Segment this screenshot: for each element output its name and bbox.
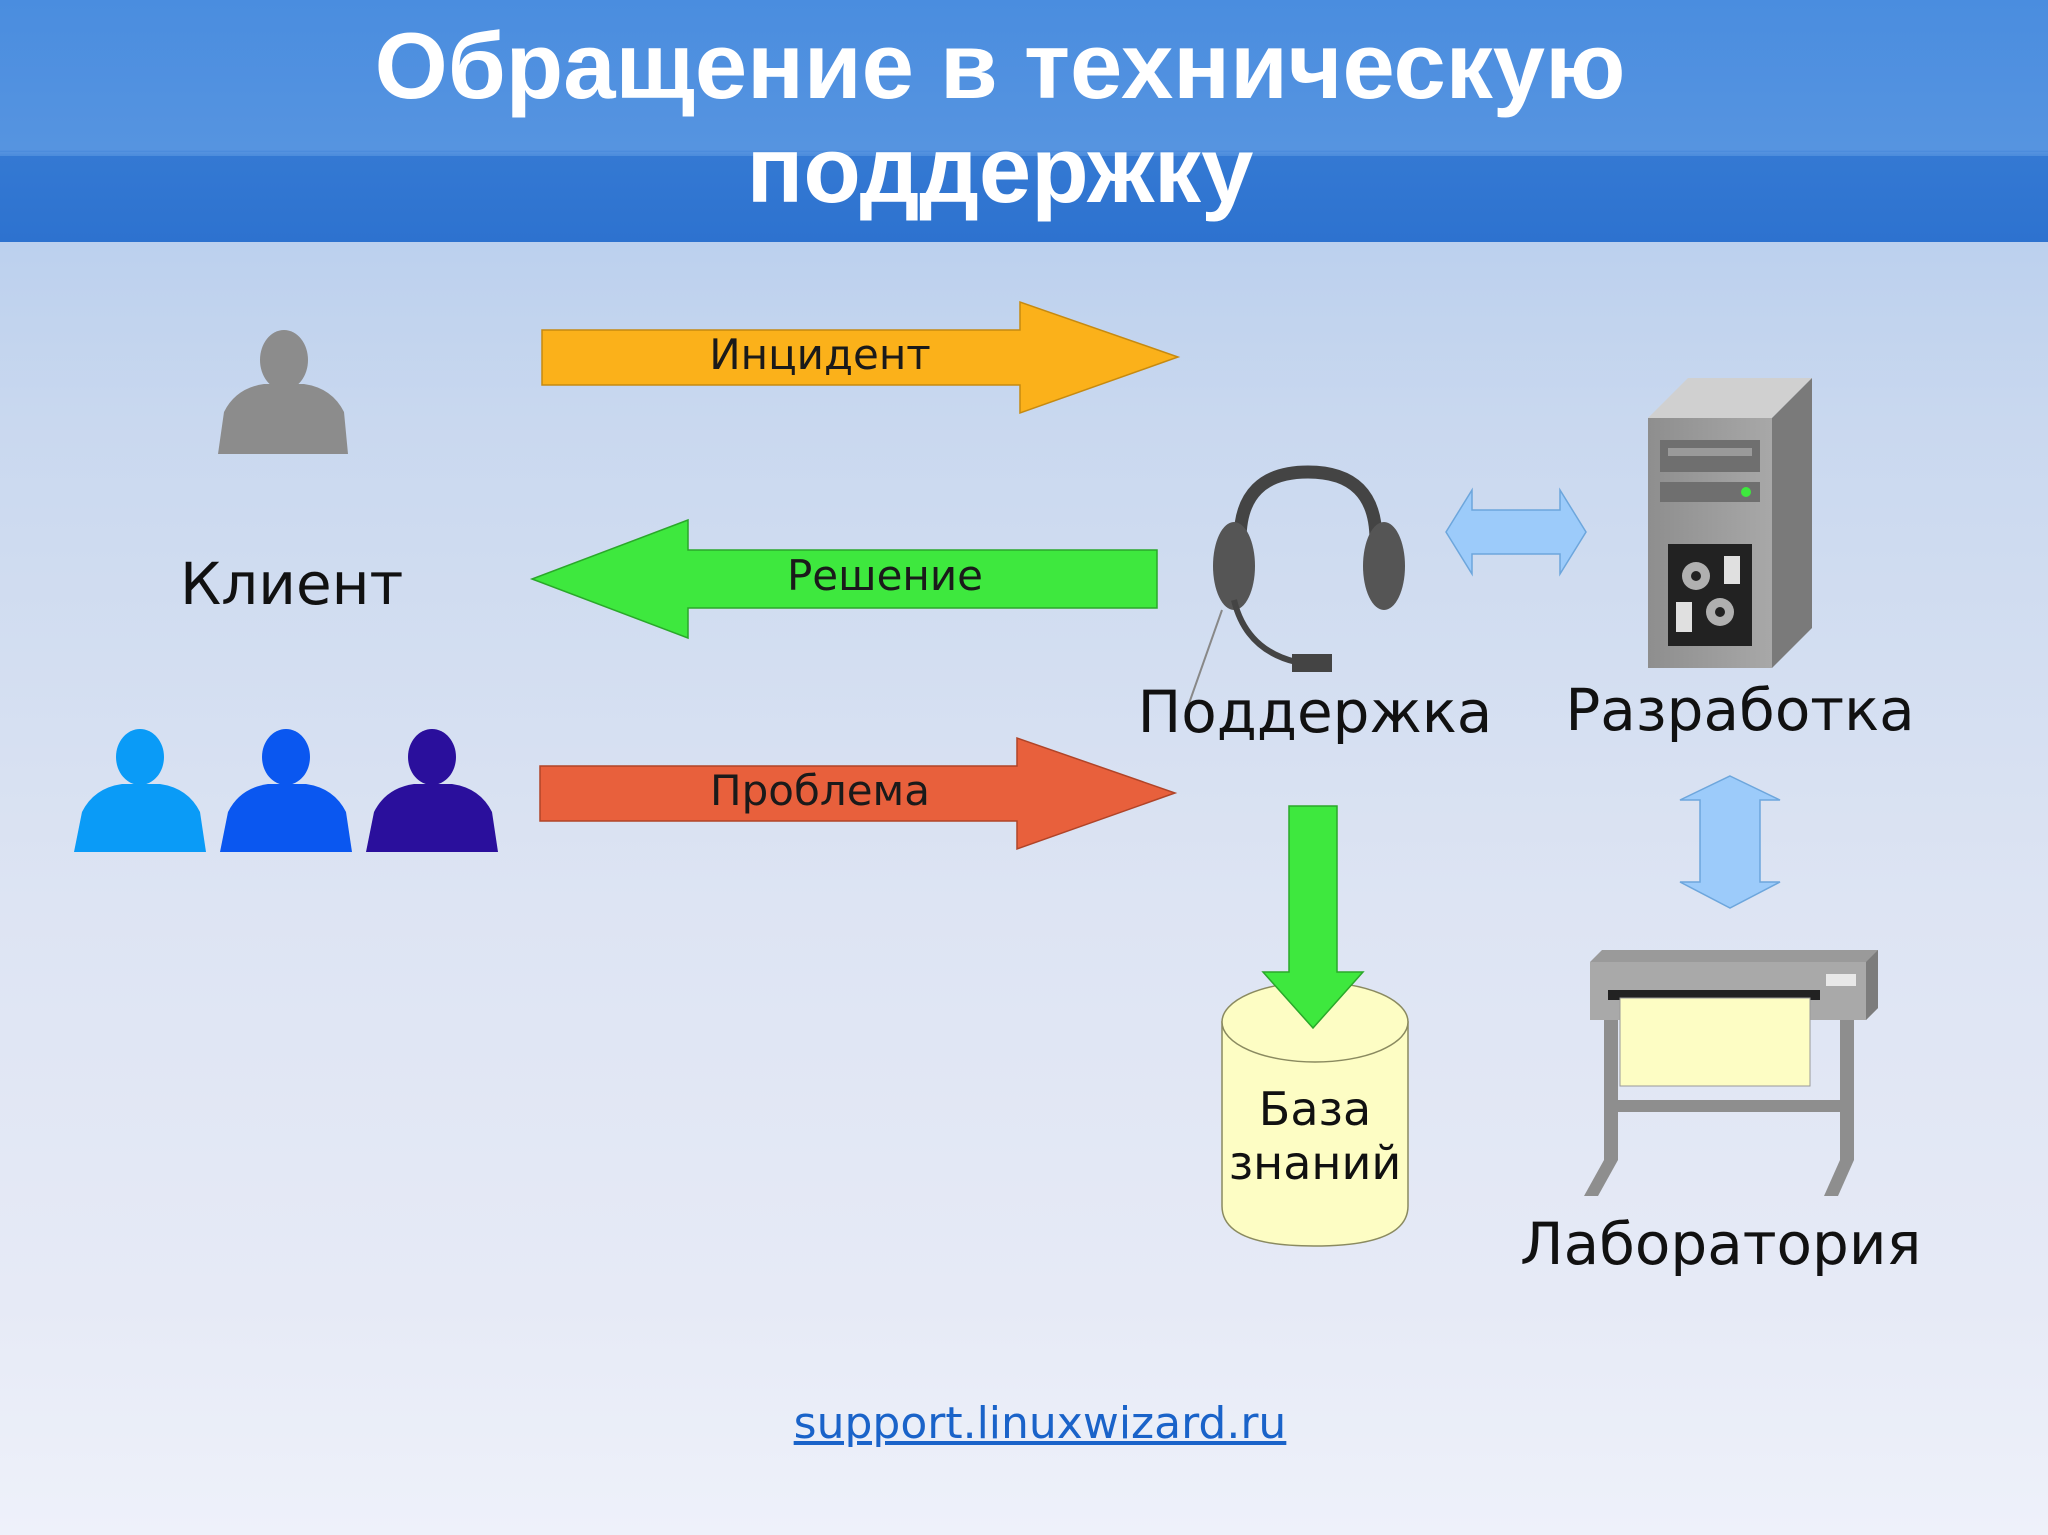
headset-icon xyxy=(1185,465,1405,713)
incident-arrow-label: Инцидент xyxy=(709,330,931,379)
title-bar: Обращение в техническую поддержку xyxy=(0,0,2048,242)
slide-title-line2: поддержку xyxy=(746,117,1254,222)
plotter-icon xyxy=(1584,950,1878,1196)
support-development-arrow xyxy=(1445,487,1587,577)
knowledge-base-label-line2: знаний xyxy=(1228,1136,1402,1190)
person-icon xyxy=(74,729,206,852)
problem-arrow-label: Проблема xyxy=(710,766,930,815)
development-label: Разработка xyxy=(1565,676,1915,744)
title-bar-shine xyxy=(0,152,2048,156)
knowledge-base-label: База знаний xyxy=(1220,1082,1410,1190)
server-tower-icon xyxy=(1648,378,1812,668)
slide-title-line1: Обращение в техническую xyxy=(374,13,1626,118)
knowledge-base-label-line1: База xyxy=(1258,1082,1372,1136)
solution-arrow xyxy=(529,518,1158,640)
person-icon xyxy=(218,330,348,454)
person-icon xyxy=(220,729,352,852)
support-label: Поддержка xyxy=(1137,678,1493,746)
slide-title: Обращение в техническую поддержку xyxy=(0,14,2000,222)
solution-arrow-label: Решение xyxy=(786,551,984,600)
footer-link[interactable]: support.linuxwizard.ru xyxy=(793,1398,1287,1449)
knowledge-base-arrow xyxy=(1261,805,1365,1030)
problem-arrow xyxy=(539,736,1178,851)
client-label: Клиент xyxy=(180,550,404,618)
laboratory-label: Лаборатория xyxy=(1520,1210,1922,1278)
people-group-icon xyxy=(74,729,498,852)
incident-arrow xyxy=(541,300,1181,415)
person-icon xyxy=(366,729,498,852)
development-laboratory-arrow xyxy=(1679,775,1781,909)
